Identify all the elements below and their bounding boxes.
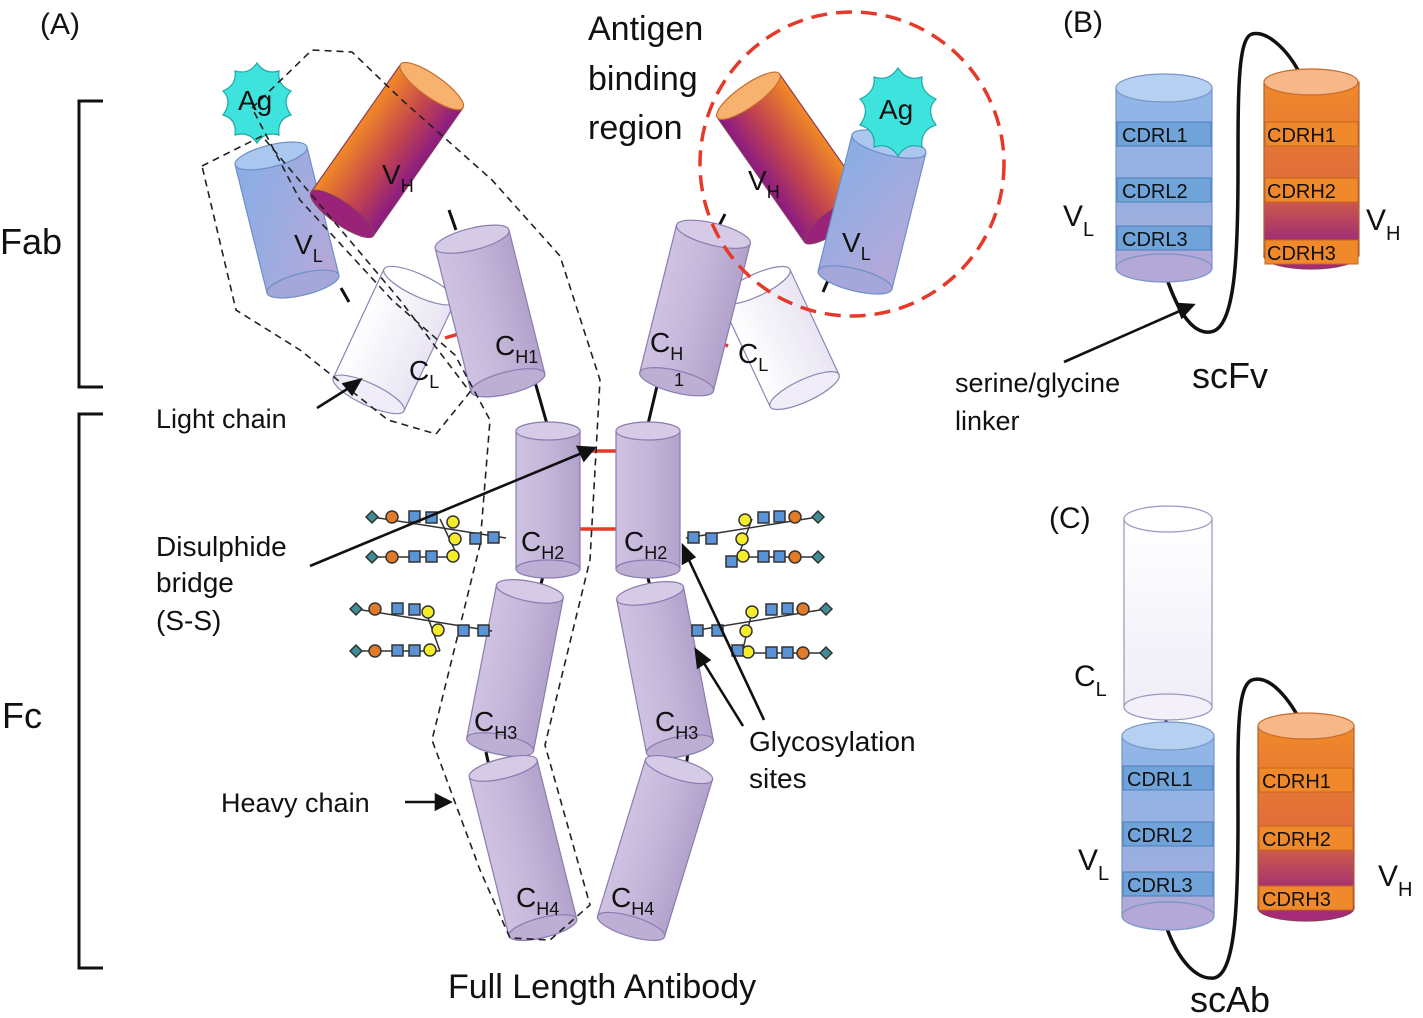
scfv-title: scFv: [1192, 355, 1268, 396]
heavy-chain-outline: [251, 49, 601, 941]
ch1-domain-right: [639, 219, 751, 397]
scfv-cdrl-boxes: [1116, 121, 1212, 251]
ch3-label-left: CH3: [474, 706, 517, 743]
panel-label-b: (B): [1063, 6, 1103, 39]
glycan-left-lower: [348, 601, 493, 659]
scab-cdrh3: CDRH3: [1262, 889, 1331, 911]
ch1-label-right-sub: 1: [674, 370, 684, 390]
ch3-domain-left: [466, 579, 564, 757]
fc-bracket: [77, 412, 103, 970]
scab-vl-label: VL: [1078, 844, 1109, 885]
vl-label-right: VL: [842, 227, 871, 264]
ch3-label-right: CH3: [655, 706, 698, 743]
scfv-linker: [1166, 31, 1304, 334]
scfv-cdrh2: CDRH2: [1267, 181, 1336, 203]
scfv-cdrh3: CDRH3: [1267, 243, 1336, 265]
scfv-cdrh1: CDRH1: [1267, 125, 1336, 147]
scfv-cdrl3: CDRL3: [1122, 229, 1188, 251]
ch1-label-right: CH: [650, 327, 683, 364]
scab-cdrl-boxes: [1122, 765, 1214, 897]
vh-label-left: VH: [382, 159, 414, 196]
ch4-label-left: CH4: [516, 882, 559, 919]
ch2-domain-left: [515, 421, 581, 579]
heavy-chain-label: Heavy chain: [221, 788, 370, 818]
panel-label-c: (C): [1049, 502, 1091, 535]
ch4-domain-left: [468, 754, 578, 942]
scab-cdrh2: CDRH2: [1262, 829, 1331, 851]
scab-cdrl1: CDRL1: [1127, 769, 1193, 791]
ch2-label-left: CH2: [521, 526, 564, 563]
antigen-label-right: Ag: [879, 94, 913, 125]
cl-label-right: CL: [738, 338, 768, 375]
scfv-cdrh-boxes: [1264, 121, 1359, 265]
scab-cdrh1: CDRH1: [1262, 771, 1331, 793]
scab-cl-column: [1123, 505, 1213, 721]
vl-label-left: VL: [294, 229, 323, 266]
cl-label-left: CL: [409, 355, 439, 392]
scab-cdrl3: CDRL3: [1127, 875, 1193, 897]
ch4-domain-right: [596, 754, 714, 942]
region-label-line3: region: [588, 109, 683, 147]
ch1-label-left: CH1: [495, 330, 538, 367]
fc-label: Fc: [2, 695, 42, 736]
scab-vh-column: [1257, 712, 1355, 922]
panel-label-a: (A): [40, 8, 80, 41]
scab-cdrl2: CDRL2: [1127, 825, 1193, 847]
glycan-left-upper: [364, 509, 507, 565]
region-label-line1: Antigen: [588, 10, 703, 48]
ch4-label-right: CH4: [611, 882, 654, 919]
disulphide-label-line2: bridge: [156, 567, 234, 598]
ch1-domain-left: [434, 224, 546, 398]
linker-label-line2: linker: [955, 406, 1020, 436]
disulphide-label-line3: (S-S): [156, 605, 221, 636]
scab-cl-label: CL: [1074, 660, 1107, 701]
scab-vh-label: VH: [1378, 860, 1412, 901]
linker-label-line1: serine/glycine: [955, 368, 1120, 398]
full-length-antibody-title: Full Length Antibody: [448, 968, 756, 1006]
vl-domain-left: [234, 141, 340, 299]
scfv-cdrl1: CDRL1: [1122, 125, 1188, 147]
vh-domain-left: [309, 61, 465, 239]
ch2-domain-right: [615, 421, 681, 579]
scfv-vl-label: VL: [1063, 200, 1094, 241]
cl-domain-right: [720, 265, 840, 411]
fab-bracket: [77, 99, 103, 389]
cl-domain-left: [332, 265, 456, 415]
fab-label: Fab: [0, 221, 62, 262]
glycosylation-label-line2: sites: [749, 763, 807, 794]
scab-title: scAb: [1190, 979, 1270, 1018]
vl-domain-right: [817, 129, 927, 295]
glycan-right-lower: [691, 601, 834, 661]
light-chain-label: Light chain: [156, 404, 287, 434]
scfv-vh-label: VH: [1366, 204, 1400, 245]
antigen-label-left: Ag: [238, 85, 272, 116]
scab-linker: [1164, 677, 1304, 980]
antigen-right: [858, 66, 938, 158]
glycan-right-upper: [685, 509, 826, 568]
glycosylation-label-line1: Glycosylation: [749, 726, 916, 757]
vh-label-right: VH: [748, 165, 780, 202]
scab-cdrh-boxes: [1258, 767, 1354, 911]
scfv-vh-column: [1263, 68, 1360, 270]
disulphide-label-line1: Disulphide: [156, 531, 287, 562]
scfv-cdrl2: CDRL2: [1122, 181, 1188, 203]
light-chain-outline: [201, 135, 472, 435]
ch2-label-right: CH2: [624, 526, 667, 563]
antigen-binding-region-circle: [698, 10, 1006, 318]
region-label-line2: binding: [588, 60, 698, 98]
antigen-left: [221, 61, 293, 145]
